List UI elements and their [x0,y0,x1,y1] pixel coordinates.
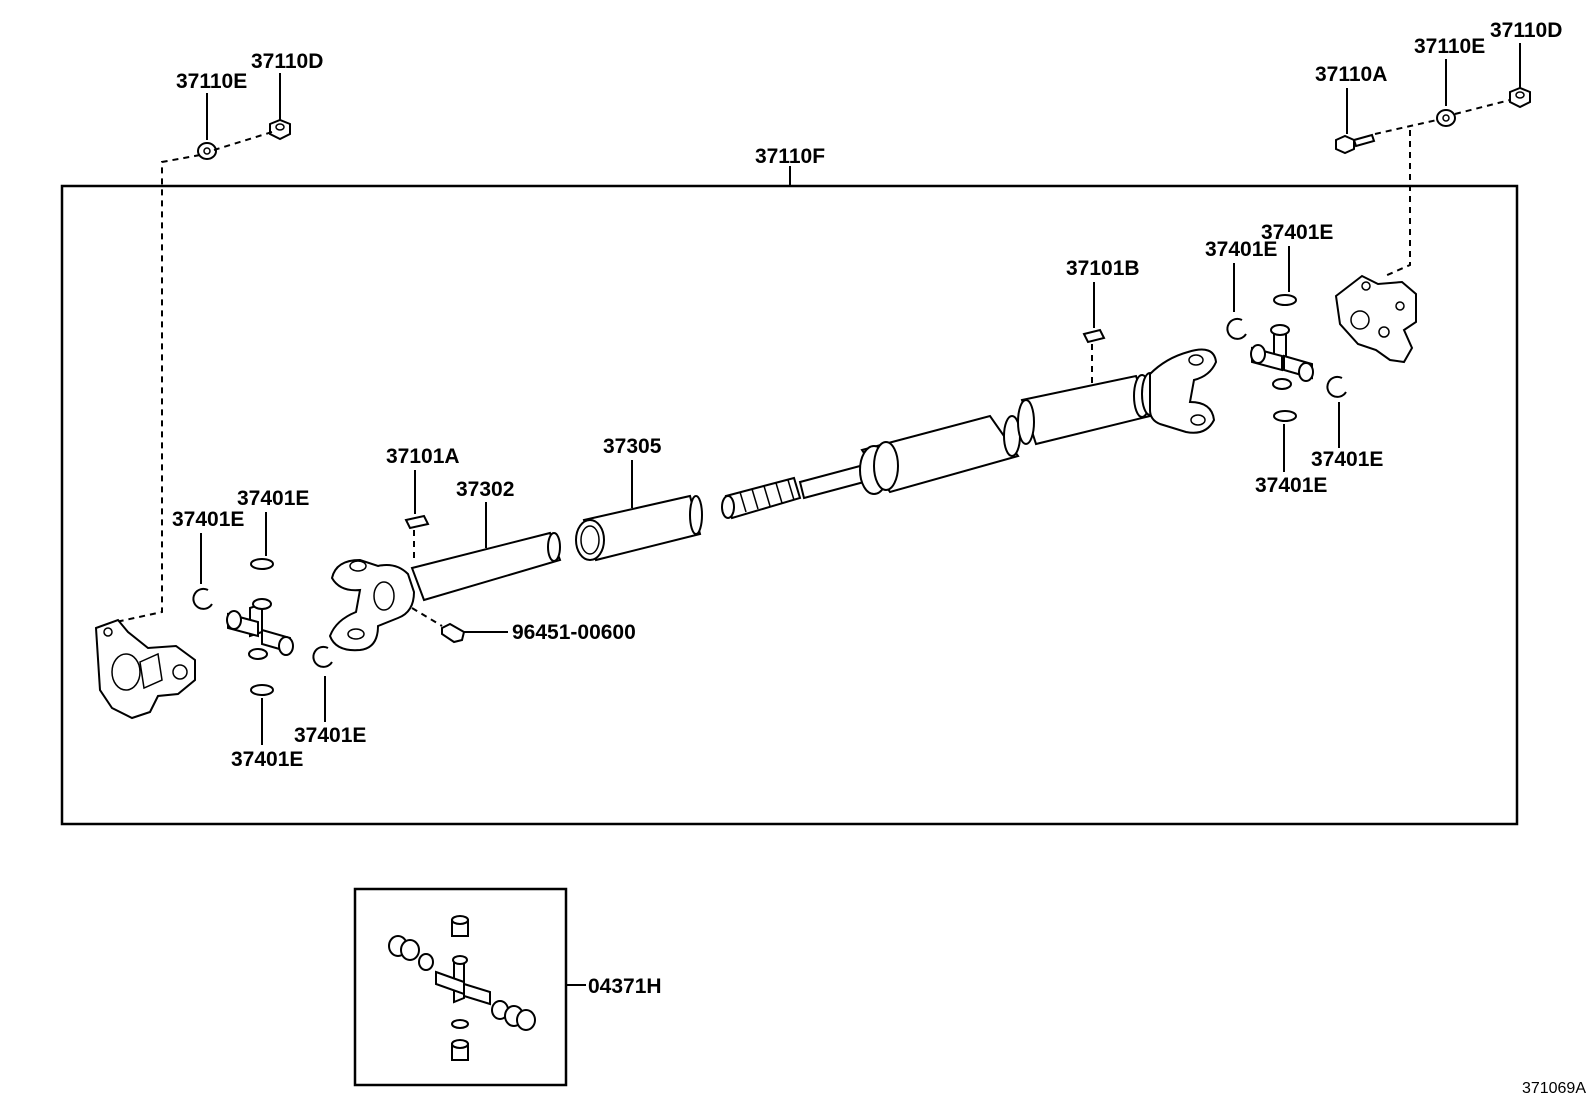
label-snap-ring-front-b[interactable]: 37401E [237,487,309,510]
label-propeller-shaft-assy[interactable]: 37110F [755,145,825,168]
snap-ring-front-d-icon [312,645,333,668]
label-washer-left[interactable]: 37110E [176,70,247,93]
snap-ring-rear-b-icon [1273,294,1297,306]
kit-frame [353,887,568,1087]
label-grease-fitting[interactable]: 96451-00600 [512,621,636,644]
bolt-right-icon [1335,133,1376,155]
label-snap-ring-front-c[interactable]: 37401E [231,748,303,771]
washer-left-icon [197,142,217,160]
label-snap-ring-rear-a[interactable]: 37401E [1205,238,1277,261]
front-spider-icon [226,598,294,660]
spider-bearing-kit-icon [388,915,536,1061]
label-balance-piece-front[interactable]: 37101A [386,445,460,468]
balance-piece-front-icon [404,514,430,530]
nut-right-icon [1509,86,1531,109]
center-tube-icon [859,414,1021,495]
label-nut-left[interactable]: 37110D [251,50,323,73]
nut-left-icon [269,118,291,141]
label-snap-ring-front-d[interactable]: 37401E [294,724,366,747]
washer-right-icon [1436,109,1456,127]
snap-ring-front-c-icon [250,684,274,696]
front-flange-icon [94,618,196,720]
label-washer-right[interactable]: 37110E [1414,35,1485,58]
sleeve-icon [575,494,703,562]
snap-ring-front-a-icon [192,587,213,610]
label-sleeve[interactable]: 37305 [603,435,662,458]
yoke-tube-icon [410,531,562,602]
grease-fitting-icon [441,622,466,644]
snap-ring-rear-c-icon [1273,410,1297,422]
rear-yoke-icon [1149,348,1218,434]
figure-id: 371069A [1522,1080,1586,1097]
snap-ring-front-b-icon [250,558,274,570]
rear-spider-icon [1250,324,1314,390]
label-snap-ring-rear-b[interactable]: 37401E [1261,221,1333,244]
label-spider-bearing-kit[interactable]: 04371H [588,975,662,998]
balance-piece-rear-icon [1082,328,1106,344]
label-bolt-right[interactable]: 37110A [1315,63,1387,86]
label-snap-ring-rear-d[interactable]: 37401E [1311,448,1383,471]
front-yoke-icon [328,558,416,652]
spline-shaft-icon [721,464,866,520]
snap-ring-rear-d-icon [1326,375,1347,398]
label-balance-piece-rear[interactable]: 37101B [1066,257,1140,280]
rear-tube-icon [1017,372,1159,446]
rear-flange-icon [1334,274,1417,364]
label-yoke-tube[interactable]: 37302 [456,478,514,501]
label-snap-ring-rear-c[interactable]: 37401E [1255,474,1327,497]
label-nut-right[interactable]: 37110D [1490,19,1562,42]
snap-ring-rear-a-icon [1226,317,1247,340]
label-snap-ring-front-a[interactable]: 37401E [172,508,244,531]
